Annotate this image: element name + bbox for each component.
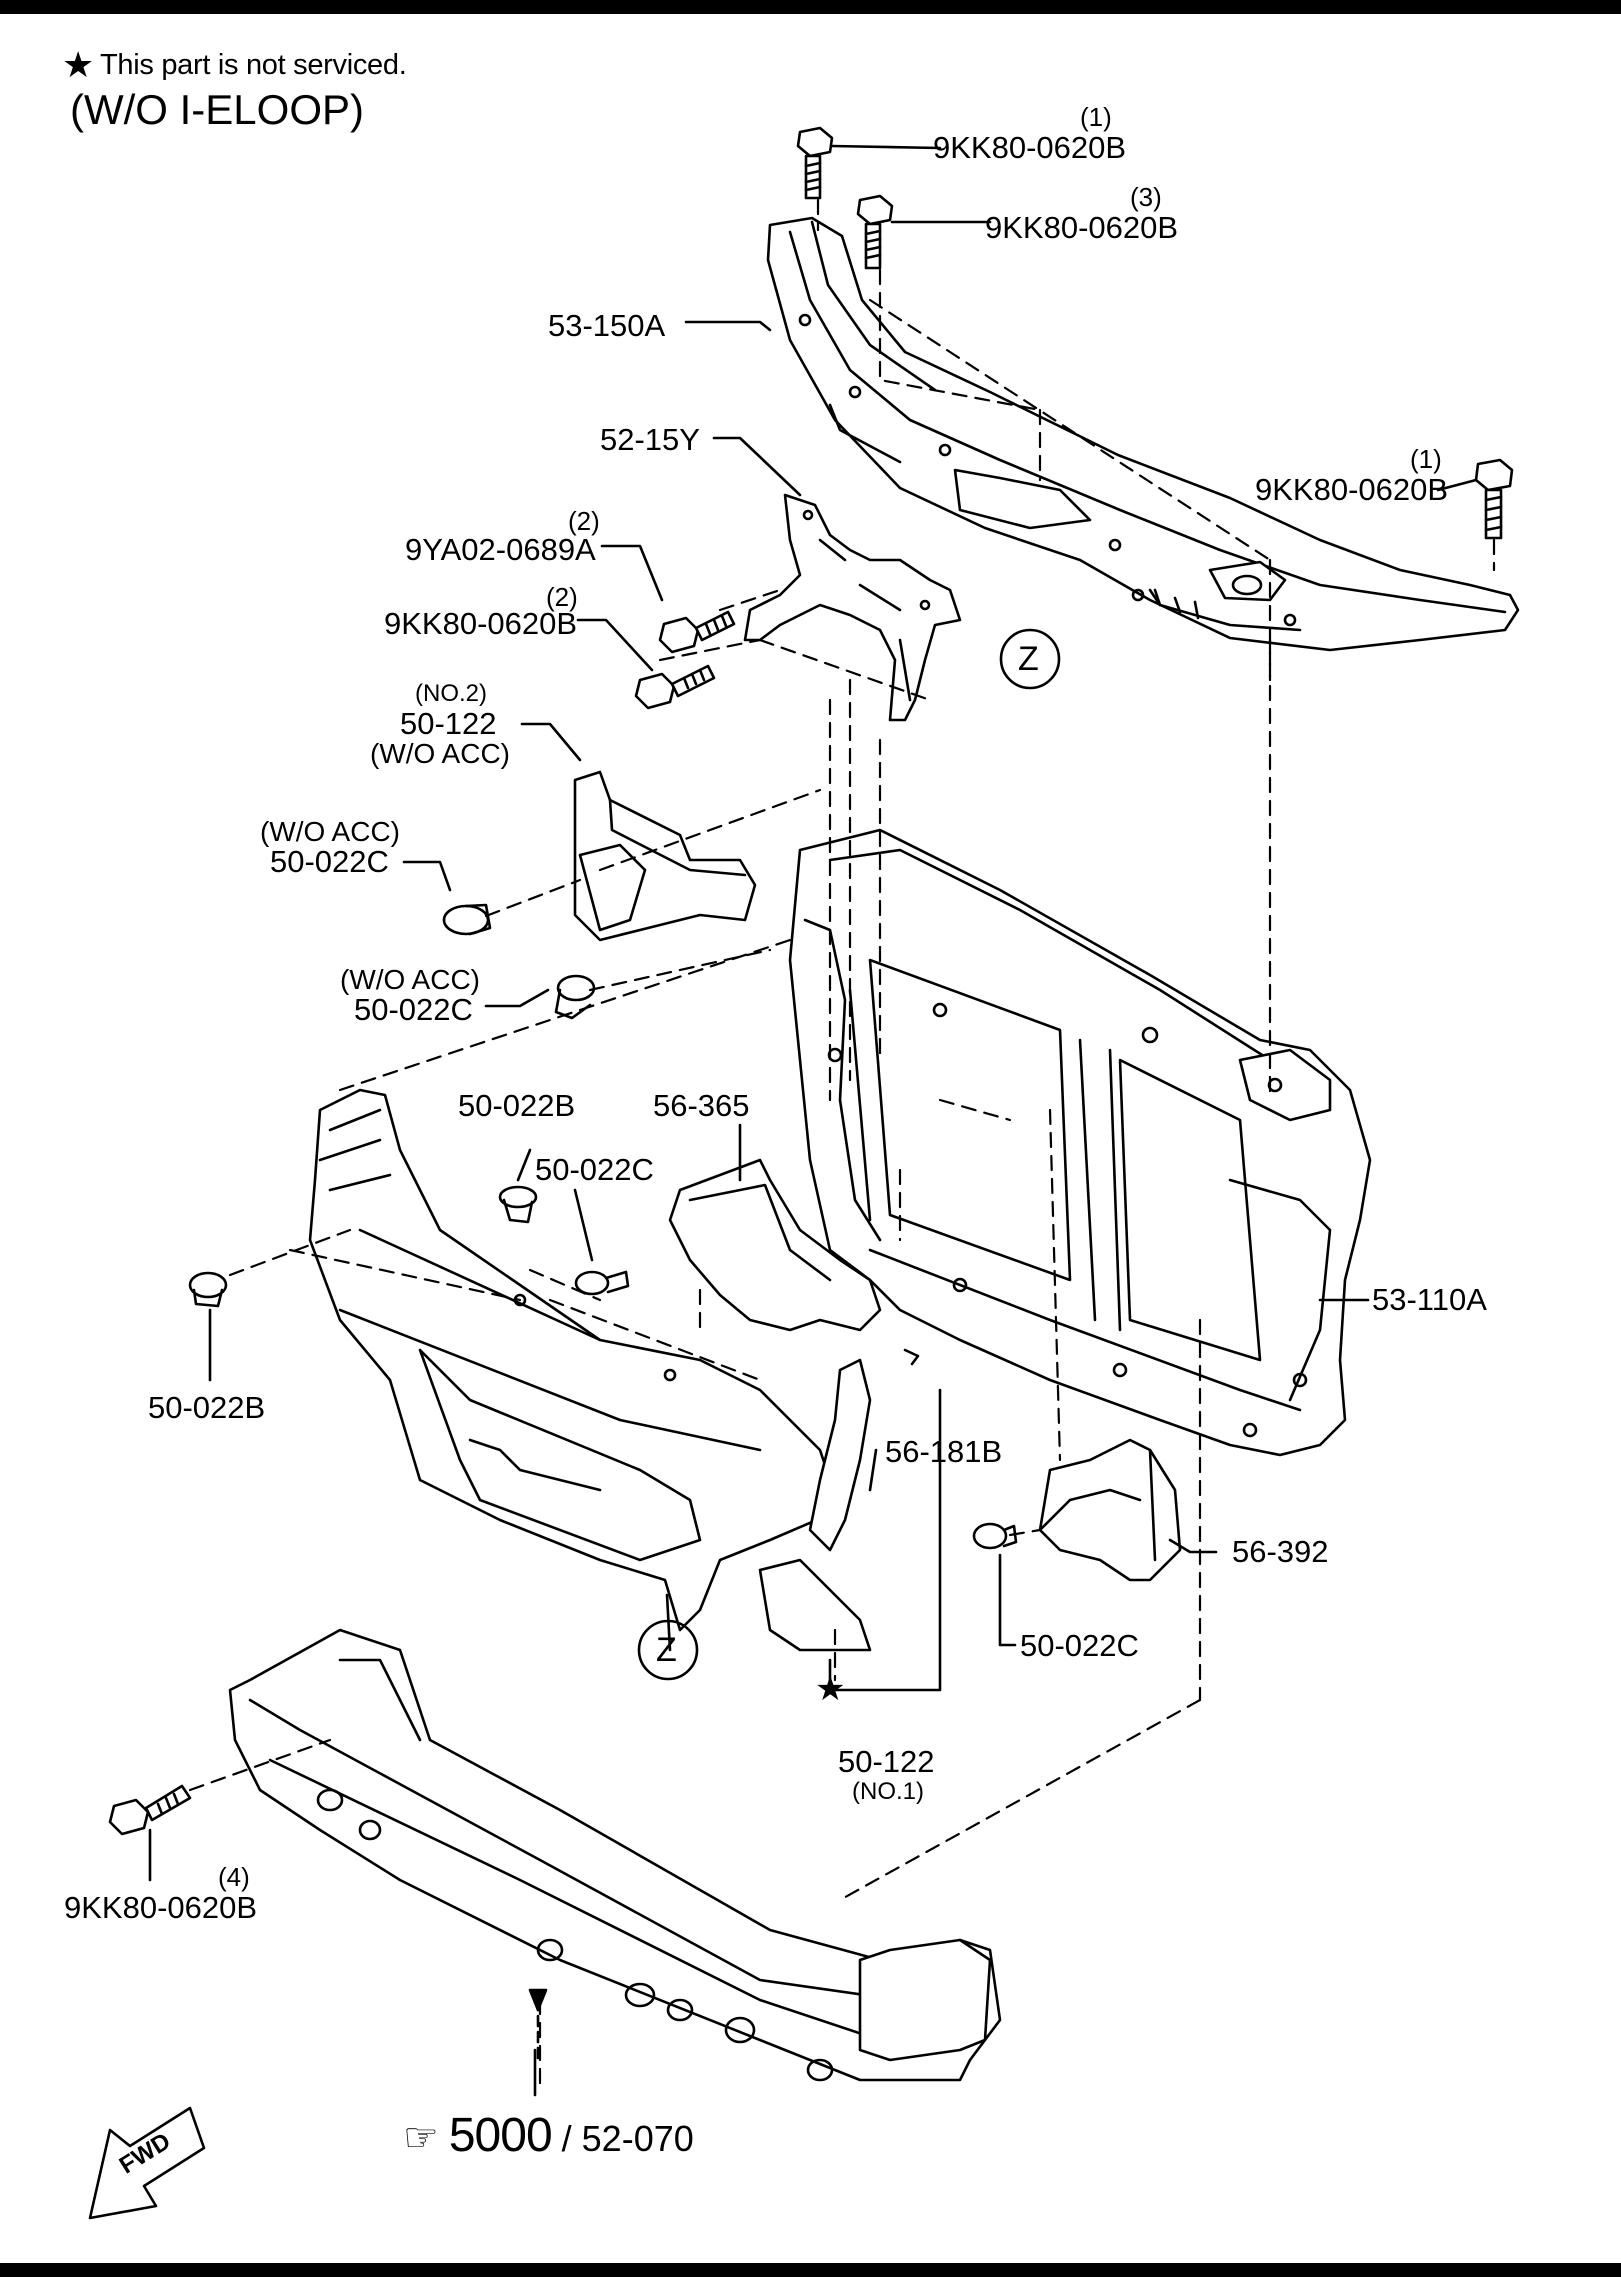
pointing-hand-icon: ☞	[403, 2116, 439, 2160]
bolt-top-left	[796, 126, 942, 200]
view-mark-top: Z	[1018, 640, 1039, 678]
bolt-top2-qty: (3)	[1130, 182, 1162, 212]
duct-no2-cond: (W/O ACC)	[370, 738, 510, 769]
duct-no1-tag: (NO.1)	[852, 1778, 924, 1805]
legend-note: ★This part is not serviced.	[62, 44, 407, 86]
clip-d-label: 50-022C	[1020, 1628, 1139, 1663]
clip-50-022b-center-label: 50-022B	[458, 1088, 576, 1123]
bolt-9ya02-qty: (2)	[568, 506, 600, 536]
bolt-9ya02	[658, 610, 736, 654]
duct-no2-label: 50-122	[400, 706, 497, 741]
clip-50-022b-left	[188, 1271, 228, 1308]
reference-note: ☞5000 / 52-070	[403, 2109, 694, 2162]
bolt-top-qty: (1)	[1080, 102, 1112, 132]
bolt-lower-label: 9KK80-0620B	[64, 1890, 258, 1925]
clip-b-cond: (W/O ACC)	[340, 964, 480, 995]
clip-a	[442, 903, 492, 936]
upper-member-53-150a	[766, 216, 1520, 652]
bracket-52-15y-label: 52-15Y	[600, 422, 700, 457]
star-icon: ★	[62, 44, 94, 85]
clip-50-022c-center	[574, 1270, 630, 1296]
radiator-support-label: 53-110A	[1372, 1282, 1487, 1317]
bolt-top-label: 9KK80-0620B	[933, 130, 1127, 165]
lower-air-guide	[308, 1088, 842, 1632]
top-border	[0, 0, 1621, 14]
bolt-top-right	[856, 194, 992, 270]
view-circle-bottom	[637, 1619, 699, 1681]
bolt-mid	[634, 664, 716, 710]
fwd-arrow-icon	[88, 2106, 206, 2220]
reference-main: 5000	[448, 2109, 553, 2162]
bolt-right-label: 9KK80-0620B	[1255, 472, 1449, 507]
bracket-52-15y	[743, 493, 962, 722]
bumper-reinforcement	[228, 1628, 1002, 2082]
clip-b-label: 50-022C	[354, 992, 473, 1027]
bolt-lower	[108, 1784, 192, 1836]
variant-title: (W/O I-ELOOP)	[70, 86, 364, 133]
view-mark-bottom: Z	[656, 1631, 677, 1669]
bolt-mid-qty: (2)	[546, 582, 578, 612]
radiator-support-53-110a	[788, 828, 1372, 1457]
reference-sub: 52-070	[581, 2118, 694, 2159]
bottom-border	[0, 2263, 1621, 2277]
guide-56-365-label: 56-365	[653, 1088, 750, 1123]
clip-c-label: 50-022C	[535, 1152, 654, 1187]
legend-text: This part is not serviced.	[99, 49, 407, 81]
guide-56-392-label: 56-392	[1232, 1534, 1329, 1569]
duct-no2-50-122	[573, 770, 757, 942]
bolt-right	[1436, 458, 1514, 540]
duct-no1-label: 50-122	[838, 1744, 935, 1779]
clip-a-label: 50-022C	[270, 844, 389, 879]
guide-56-181b-label: 56-181B	[885, 1434, 1003, 1469]
bolt-mid-label: 9KK80-0620B	[384, 606, 578, 641]
not-serviced-star-icon: ★	[815, 1670, 846, 1708]
clip-b	[554, 974, 596, 1020]
clip-50-022b-left-label: 50-022B	[148, 1390, 266, 1425]
guide-56-365	[668, 1158, 882, 1332]
bolt-top2-label: 9KK80-0620B	[985, 210, 1179, 245]
duct-no2-tag: (NO.2)	[415, 680, 487, 707]
bolt-right-qty: (1)	[1410, 444, 1442, 474]
view-circle-top	[999, 628, 1061, 690]
clip-50-022b-center	[498, 1185, 538, 1224]
bolt-9ya02-label: 9YA02-0689A	[405, 532, 596, 567]
guide-56-392	[1038, 1438, 1182, 1582]
guide-56-181b	[758, 1348, 920, 1652]
bolt-lower-qty: (4)	[218, 1862, 250, 1892]
upper-member-label: 53-150A	[548, 308, 666, 343]
clip-a-cond: (W/O ACC)	[260, 816, 400, 847]
